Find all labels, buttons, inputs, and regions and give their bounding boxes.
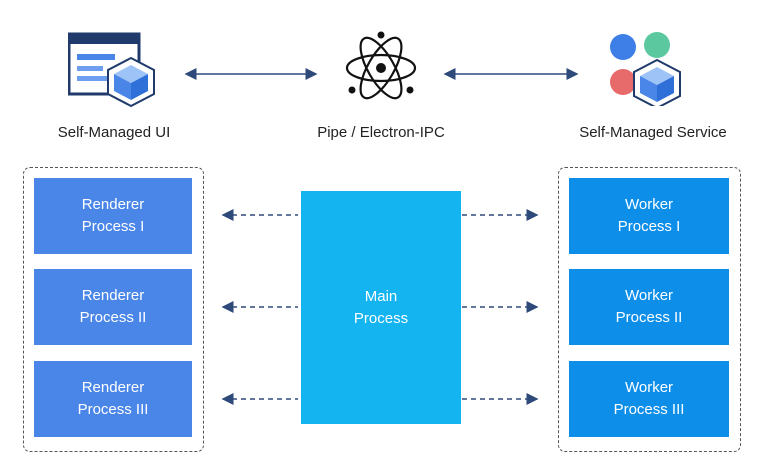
worker-3-line1: Worker	[624, 379, 674, 396]
worker-2-line1: Worker	[624, 287, 674, 304]
pipe-ipc-label: Pipe / Electron-IPC	[317, 124, 445, 141]
worker-2-line2: Process II	[615, 309, 683, 326]
worker-1-line1: Worker	[624, 196, 674, 213]
renderer-process-2: Renderer Process II	[34, 269, 192, 345]
worker-3-line2: Process III	[613, 401, 685, 418]
main-line1: Main	[364, 287, 398, 305]
self-managed-ui-label: Self-Managed UI	[57, 124, 171, 141]
renderer-3-line2: Process III	[77, 401, 149, 418]
worker-process-2: Worker Process II	[569, 269, 729, 345]
renderer-1-line2: Process I	[81, 218, 145, 235]
renderer-process-3: Renderer Process III	[34, 361, 192, 437]
worker-1-line2: Process I	[617, 218, 681, 235]
worker-process-3: Worker Process III	[569, 361, 729, 437]
renderer-2-line2: Process II	[79, 309, 147, 326]
main-line2: Process	[353, 309, 409, 327]
window-cube-icon	[68, 32, 155, 108]
electron-atom-icon	[345, 31, 417, 100]
renderer-process-1: Renderer Process I	[34, 178, 192, 254]
main-process: Main Process	[301, 191, 461, 424]
renderer-group	[23, 167, 204, 452]
circles-cube-icon	[610, 32, 681, 106]
worker-group	[558, 167, 741, 452]
renderer-3-line1: Renderer	[81, 379, 145, 396]
worker-process-1: Worker Process I	[569, 178, 729, 254]
self-managed-service-label: Self-Managed Service	[579, 124, 727, 141]
renderer-2-line1: Renderer	[81, 287, 145, 304]
renderer-1-line1: Renderer	[81, 196, 145, 213]
